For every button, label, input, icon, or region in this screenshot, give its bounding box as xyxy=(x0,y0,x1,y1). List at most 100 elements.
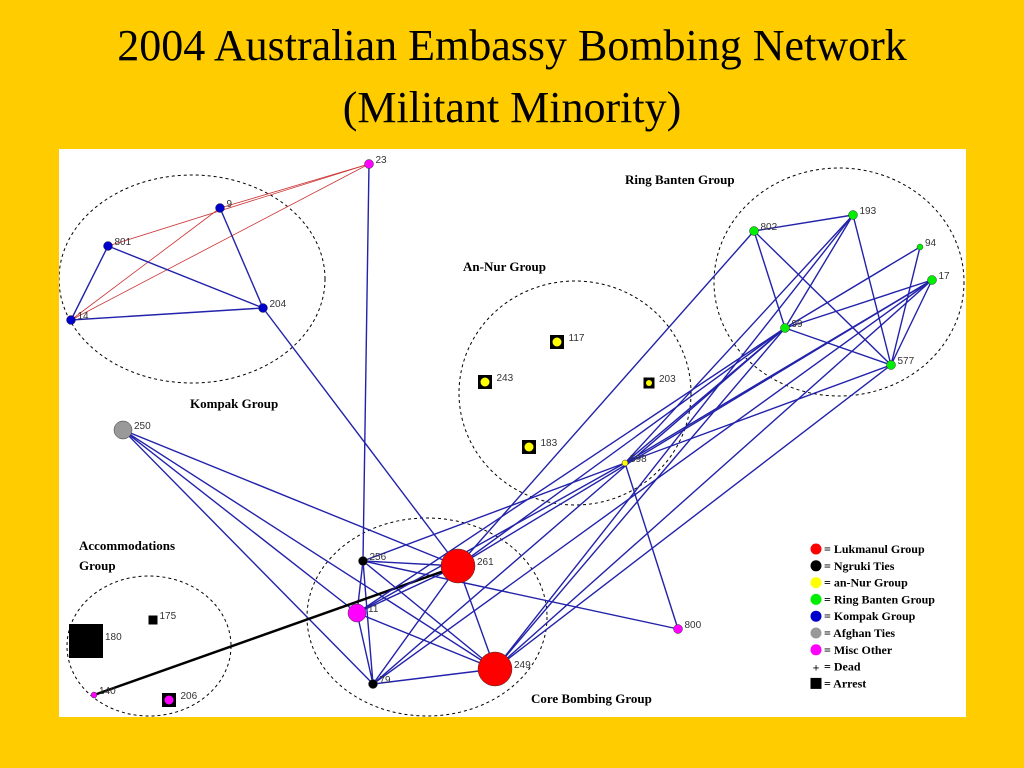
node-79[interactable]: 79 xyxy=(368,675,392,689)
node-598[interactable]: 598 xyxy=(621,454,647,467)
node-shape xyxy=(215,203,225,213)
nodes-layer: 23 9 801 14 204 250 117 243 203 183 598 802 193 94 17 9… xyxy=(66,155,951,707)
node-shape xyxy=(480,377,490,387)
node-label: 9 xyxy=(227,199,233,210)
node-800[interactable]: 800 xyxy=(673,620,702,634)
edge-23-14 xyxy=(70,163,370,321)
node-shape xyxy=(113,420,133,440)
kompak-group-circle xyxy=(59,174,326,384)
edge-23-801 xyxy=(107,163,370,247)
node-shape xyxy=(848,210,858,220)
edge-261-11 xyxy=(356,565,459,614)
legend-symbol xyxy=(810,677,822,689)
edge-256-800 xyxy=(362,560,679,630)
node-17[interactable]: 17 xyxy=(927,271,951,285)
node-250[interactable]: 250 xyxy=(113,420,151,440)
node-shape xyxy=(347,603,367,623)
edge-598-11 xyxy=(356,462,626,614)
legend-symbol xyxy=(810,644,822,656)
node-206[interactable]: 206 xyxy=(162,691,198,707)
edge-79-249 xyxy=(372,668,496,685)
node-175[interactable]: 175 xyxy=(148,611,177,625)
node-label: 802 xyxy=(761,222,778,233)
node-label: 17 xyxy=(939,271,951,282)
node-label: 243 xyxy=(497,373,514,384)
node-label: 140 xyxy=(99,686,116,697)
edge-11-249 xyxy=(356,612,496,670)
node-label: 800 xyxy=(685,620,702,631)
edge-9-204 xyxy=(219,207,264,309)
edge-193-577 xyxy=(852,214,892,366)
page-title-line2: (Militant Minority) xyxy=(342,83,682,132)
node-label: 250 xyxy=(134,421,151,432)
legend-label: = Dead xyxy=(824,660,861,674)
legend-symbol xyxy=(810,593,822,605)
legend-symbol xyxy=(810,543,822,555)
edge-193-99 xyxy=(784,214,854,329)
node-label: 99 xyxy=(792,319,804,330)
node-shape xyxy=(916,243,924,251)
legend-symbol xyxy=(810,577,822,589)
legend-label: = Ngruki Ties xyxy=(824,559,895,573)
edge-802-261 xyxy=(457,230,755,567)
node-shape xyxy=(358,556,368,566)
node-shape xyxy=(646,380,652,386)
node-label: 801 xyxy=(115,237,132,248)
node-label: 79 xyxy=(380,675,392,686)
node-249[interactable]: 249 xyxy=(477,651,531,687)
node-label: 180 xyxy=(105,632,122,643)
node-shape xyxy=(368,679,378,689)
node-203[interactable]: 203 xyxy=(643,374,677,389)
group-label-line: Accommodations xyxy=(79,538,175,553)
node-193[interactable]: 193 xyxy=(848,206,877,220)
node-183[interactable]: 183 xyxy=(522,438,558,454)
node-117[interactable]: 117 xyxy=(550,333,585,349)
edge-802-99 xyxy=(753,230,786,329)
node-label: 183 xyxy=(541,438,558,449)
edge-99-577 xyxy=(784,327,892,366)
an-nur-group-circle xyxy=(458,280,692,506)
legend-label: = Lukmanul Group xyxy=(824,542,925,556)
node-shape xyxy=(148,615,158,625)
node-261[interactable]: 261 xyxy=(440,548,494,584)
edge-99-79 xyxy=(372,327,786,685)
node-14[interactable]: 14 xyxy=(66,311,90,325)
node-243[interactable]: 243 xyxy=(478,373,514,389)
legend-item: = Ngruki Ties xyxy=(810,559,895,573)
node-94[interactable]: 94 xyxy=(916,238,937,251)
node-11[interactable]: 11 xyxy=(347,603,379,623)
edge-577-598 xyxy=(624,364,892,464)
edge-802-193 xyxy=(753,214,854,232)
node-shape xyxy=(552,337,562,347)
legend: = Lukmanul Group = Ngruki Ties = an-Nur Gr… xyxy=(810,542,935,690)
node-label: 23 xyxy=(376,155,388,166)
edge-598-256 xyxy=(362,462,626,562)
legend-label: = Arrest xyxy=(824,676,866,690)
node-802[interactable]: 802 xyxy=(749,222,778,236)
node-shape xyxy=(90,691,98,699)
node-label: 577 xyxy=(898,356,915,367)
edge-256-79 xyxy=(362,560,374,685)
node-99[interactable]: 99 xyxy=(780,319,804,333)
edge-193-598 xyxy=(624,214,854,464)
group-label-line: Group xyxy=(79,558,116,573)
edge-256-249 xyxy=(362,560,496,670)
node-801[interactable]: 801 xyxy=(103,237,132,251)
edge-261-79 xyxy=(372,565,459,685)
ring-banten-group-circle xyxy=(713,167,965,397)
legend-symbol xyxy=(810,627,822,639)
edge-99-11 xyxy=(356,327,786,614)
node-140[interactable]: 140 xyxy=(90,686,116,699)
node-label: 206 xyxy=(181,691,198,702)
node-204[interactable]: 204 xyxy=(258,299,287,313)
node-label: 203 xyxy=(659,374,676,385)
legend-symbol: + xyxy=(813,661,820,675)
node-shape xyxy=(364,159,374,169)
legend-symbol xyxy=(810,560,822,572)
node-9[interactable]: 9 xyxy=(215,199,233,213)
node-180[interactable]: 180 xyxy=(69,624,122,658)
node-577[interactable]: 577 xyxy=(886,356,915,370)
node-23[interactable]: 23 xyxy=(364,155,388,169)
node-256[interactable]: 256 xyxy=(358,552,387,566)
legend-item: = an-Nur Group xyxy=(810,576,908,590)
